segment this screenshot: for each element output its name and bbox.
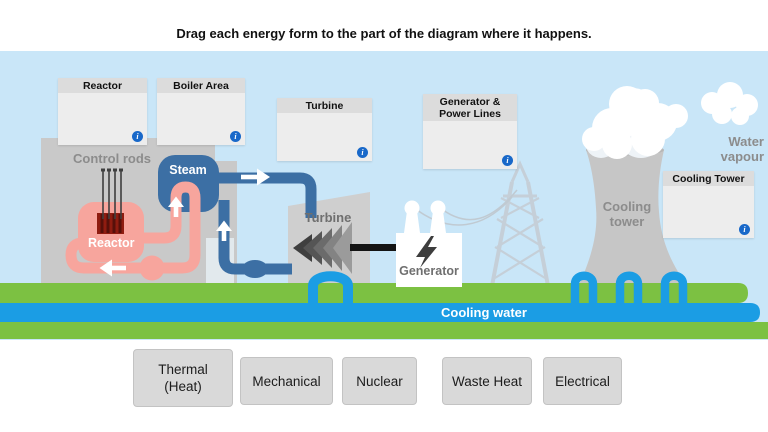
activity-title: Drag each energy form to the part of the… <box>176 26 592 41</box>
water-vapour-cloud-icon <box>582 82 758 159</box>
drop-zone-reactor-title: Reactor <box>58 78 147 93</box>
drag-item-waste-heat[interactable]: Waste Heat <box>442 357 532 405</box>
drop-zone-generator-power-lines[interactable]: Generator & Power Lines i <box>423 94 517 169</box>
turbine-label: Turbine <box>304 210 352 225</box>
power-lines <box>412 189 518 226</box>
grass-bands <box>0 283 768 339</box>
drop-zone-reactor[interactable]: Reactor i <box>58 78 147 145</box>
generator-label: Generator <box>399 264 459 278</box>
diagram-scene: Control rods Steam Reactor Turbine Gener… <box>0 51 768 340</box>
water-vapour-label: Water vapour <box>720 134 764 164</box>
info-icon[interactable]: i <box>739 224 750 235</box>
cooling-water-label: Cooling water <box>441 305 527 320</box>
drag-item-thermal-heat[interactable]: Thermal (Heat) <box>133 349 233 407</box>
drop-zone-cooling-tower[interactable]: Cooling Tower i <box>663 171 754 238</box>
drop-zone-boiler-area[interactable]: Boiler Area i <box>157 78 245 145</box>
flow-arrows <box>99 168 270 277</box>
drop-zone-generator-title: Generator & Power Lines <box>423 94 517 121</box>
steam-label: Steam <box>169 163 207 177</box>
control-rods-icon <box>101 168 123 219</box>
lightning-icon <box>416 236 437 268</box>
turbine-blades-icon <box>293 222 397 274</box>
info-icon[interactable]: i <box>230 131 241 142</box>
power-pylon-icon <box>489 160 551 292</box>
control-rods-label: Control rods <box>73 151 151 166</box>
cooling-tower-label: Cooling tower <box>602 199 652 229</box>
steam-pipes <box>214 172 317 275</box>
plant-diagram-art <box>0 82 768 339</box>
drag-item-nuclear[interactable]: Nuclear <box>342 357 417 405</box>
cooling-water-pipe <box>0 303 760 322</box>
generator-icon <box>396 200 462 287</box>
cooling-loops <box>308 271 688 308</box>
reactor-label: Reactor <box>88 236 135 250</box>
reactor-core-icon <box>97 213 124 234</box>
drop-zone-turbine[interactable]: Turbine i <box>277 98 372 161</box>
info-icon[interactable]: i <box>502 155 513 166</box>
drop-zone-turbine-title: Turbine <box>277 98 372 113</box>
info-icon[interactable]: i <box>357 147 368 158</box>
coolant-pump-icon <box>139 255 165 281</box>
drag-item-mechanical[interactable]: Mechanical <box>240 357 333 405</box>
condensate-pump-icon <box>242 260 268 278</box>
drop-zone-boiler-title: Boiler Area <box>157 78 245 93</box>
primary-coolant-pipe <box>65 181 201 274</box>
info-icon[interactable]: i <box>132 131 143 142</box>
drag-item-electrical[interactable]: Electrical <box>543 357 622 405</box>
drop-zone-cooling-tower-title: Cooling Tower <box>663 171 754 186</box>
